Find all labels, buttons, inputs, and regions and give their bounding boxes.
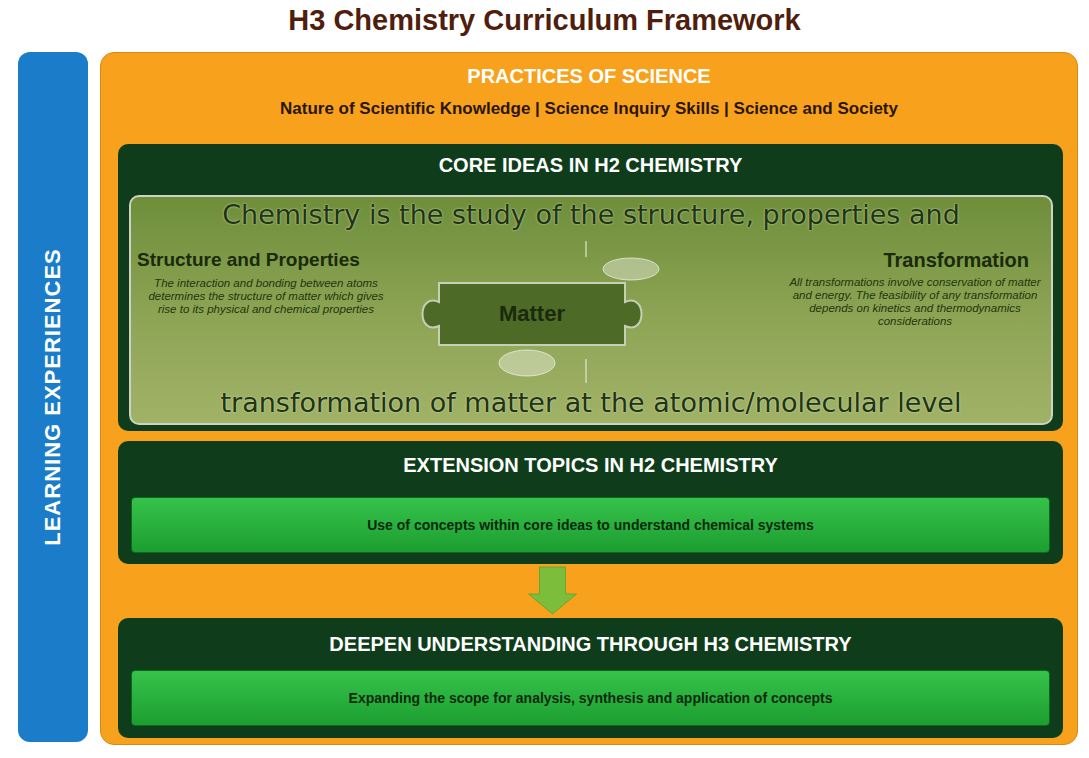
idea-heading: Structure and Properties [137,249,360,271]
idea-body: The interaction and bonding between atom… [147,277,385,316]
idea-block: Structure and PropertiesThe interaction … [137,249,399,349]
band-label: LEARNING EXPERIENCES [40,248,66,546]
practices-panel: PRACTICES OF SCIENCE Nature of Scientific… [100,52,1078,745]
statement-line: Chemistry is the study of the structure,… [222,199,960,230]
content-bar: Use of concepts within core ideas to und… [131,497,1050,553]
bar-text: Expanding the scope for analysis, synthe… [132,690,1049,706]
idea-block: TransformationAll transformations involv… [781,249,1049,374]
idea-body: All transformations involve conservation… [787,276,1043,328]
statement-line: transformation of matter at the atomic/m… [221,387,962,418]
puzzle-tab [603,258,659,280]
puzzle-tab [499,350,555,376]
puzzle-label: Matter [419,301,645,327]
box-heading: CORE IDEAS IN H2 CHEMISTRY [118,154,1063,177]
bar-text: Use of concepts within core ideas to und… [132,517,1049,533]
flow-arrow [529,567,577,614]
core-ideas-panel: Chemistry is the study of the structure,… [129,195,1053,425]
diagram-title: H3 Chemistry Curriculum Framework [0,4,1089,37]
idea-heading: Transformation [883,249,1029,272]
extension-box: EXTENSION TOPICS IN H2 CHEMISTRY Use of c… [118,441,1063,564]
side-band: LEARNING EXPERIENCES [18,52,88,742]
panel-subheading: Nature of Scientific Knowledge | Science… [101,99,1077,119]
deepen-box: DEEPEN UNDERSTANDING THROUGH H3 CHEMISTR… [118,618,1063,738]
panel-heading: PRACTICES OF SCIENCE [101,65,1077,88]
box-heading: EXTENSION TOPICS IN H2 CHEMISTRY [118,454,1063,477]
content-bar: Expanding the scope for analysis, synthe… [131,670,1050,726]
core-ideas-box: CORE IDEAS IN H2 CHEMISTRY Chemistry is t… [118,144,1063,431]
puzzle-piece: Matter [419,279,645,349]
box-heading: DEEPEN UNDERSTANDING THROUGH H3 CHEMISTR… [118,633,1063,656]
